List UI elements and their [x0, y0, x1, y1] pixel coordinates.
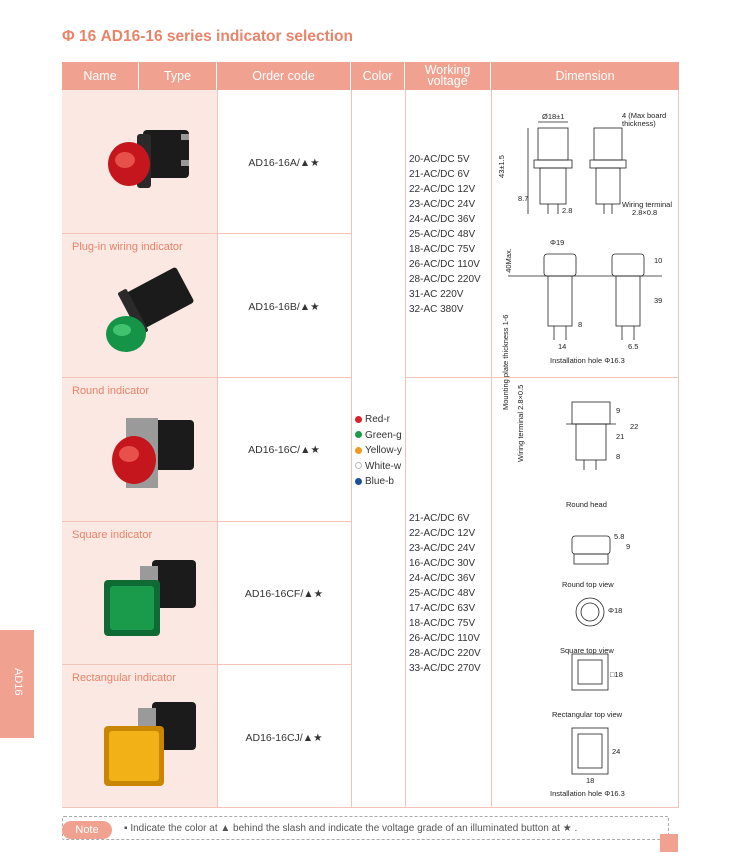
- dim-label: 22: [630, 422, 639, 431]
- dimension-svg-a: [527, 121, 627, 214]
- row-name: Rectangular indicator: [72, 672, 176, 684]
- note-text: ▪ Indicate the color at ▲ behind the sla…: [124, 823, 578, 834]
- row-divider: [62, 664, 351, 665]
- header-working-voltage: Working voltage: [405, 62, 491, 90]
- product-image-round-red: [108, 130, 189, 188]
- side-tab: AD16: [0, 630, 34, 738]
- dim-label: 4 (Max board thickness): [622, 111, 667, 128]
- voltage-list-1: 20-AC/DC 5V 21-AC/DC 6V 22-AC/DC 12V 23-…: [409, 154, 481, 315]
- dim-label: 9: [626, 542, 631, 551]
- dimension-drawing-b: Φ19 40Max. 10 39 14 8 6.5 Installation h…: [492, 236, 679, 376]
- dim-label: Wiring terminal: [622, 200, 673, 209]
- dim-label: 40Max.: [503, 248, 513, 273]
- red-dot-icon: [355, 415, 362, 423]
- row-divider: [62, 377, 351, 378]
- dim-label: 39: [654, 296, 663, 305]
- dim-label: 21: [616, 432, 625, 441]
- header-name: Name: [62, 62, 139, 90]
- header-dimension: Dimension: [555, 68, 615, 83]
- row-divider: [62, 521, 351, 522]
- dim-label: Square top view: [560, 646, 614, 655]
- dimension-svg-c: [566, 401, 616, 775]
- product-image-round-indicator: [112, 418, 194, 488]
- dimension-svg-b: [508, 253, 662, 340]
- dim-label: 10: [654, 256, 663, 265]
- dim-label: 6.5: [628, 342, 639, 351]
- order-code: AD16-16CF/▲★: [244, 588, 324, 600]
- grid-line: [678, 90, 679, 808]
- order-code: AD16-16B/▲★: [248, 301, 320, 313]
- white-dot-icon: [355, 462, 362, 469]
- dim-label: 8: [616, 452, 621, 461]
- dim-label: Wiring terminal 2.8×0.5: [516, 384, 525, 462]
- dim-label: Φ19: [550, 238, 565, 247]
- row-name: Round indicator: [72, 385, 150, 397]
- dim-label: 43±1.5: [496, 155, 506, 178]
- color-item: Yellow-y: [355, 443, 402, 459]
- dim-label: 5.8: [614, 532, 625, 541]
- selection-table: Name Type Order code Color Working volta…: [62, 62, 679, 808]
- row-divider: [405, 377, 679, 378]
- page-title: Φ 16 AD16-16 series indicator selection: [62, 28, 353, 45]
- header-order-code: Order code: [217, 62, 351, 90]
- dim-label: 18: [586, 776, 595, 785]
- row-name: Plug-in wiring indicator: [72, 241, 183, 253]
- dim-label: 8: [578, 320, 583, 329]
- grid-line: [491, 90, 492, 808]
- grid-line: [405, 90, 406, 808]
- header-type: Type: [139, 62, 217, 90]
- voltage-list-2: 21-AC/DC 6V 22-AC/DC 12V 23-AC/DC 24V 16…: [409, 513, 481, 674]
- dim-label: Rectangular top view: [552, 710, 623, 719]
- yellow-dot-icon: [355, 446, 362, 454]
- dim-label: 9: [616, 406, 621, 415]
- grid-line: [351, 90, 352, 808]
- color-item: White-w: [355, 459, 402, 475]
- dim-label: Φ18: [608, 606, 623, 615]
- blue-dot-icon: [355, 477, 362, 485]
- dim-label: Ø18±1: [542, 112, 565, 121]
- dimension-drawing-a: Ø18±1 43±1.5 4 (Max board thickness) 8.7…: [492, 102, 679, 232]
- color-item: Green-g: [355, 428, 402, 444]
- product-image-plug-in-green: [106, 267, 194, 352]
- product-image-square-green: [104, 560, 196, 636]
- grid-line: [217, 90, 218, 808]
- dim-label: □18: [610, 670, 623, 679]
- dim-label: 2.8: [562, 206, 573, 215]
- product-image-rectangular-yellow: [104, 702, 196, 786]
- green-dot-icon: [355, 431, 362, 438]
- order-code: AD16-16A/▲★: [248, 157, 320, 169]
- header-color: Color: [351, 62, 405, 90]
- dim-label: Round head: [566, 500, 607, 509]
- dimension-drawing-c: Mounting plate thickness 1-6 9 21 22 8 W…: [492, 315, 679, 806]
- color-item: Blue-b: [355, 474, 402, 490]
- table-bottom: [62, 807, 679, 808]
- order-code: AD16-16C/▲★: [248, 444, 320, 456]
- dim-label: 14: [558, 342, 567, 351]
- color-item: Red-r: [355, 412, 402, 428]
- corner-marker: [660, 834, 678, 852]
- dim-label: 8.7: [518, 194, 529, 203]
- dim-label: Installation hole Φ16.3: [550, 356, 625, 365]
- dim-label: Round top view: [562, 580, 614, 589]
- dim-label: Installation hole Φ16.3: [550, 789, 625, 798]
- table-header: Name Type Order code Color Working volta…: [62, 62, 679, 90]
- row-divider: [62, 233, 351, 234]
- color-list: Red-r Green-g Yellow-y White-w Blue-b: [355, 412, 402, 490]
- dim-label: 2.8×0.8: [632, 208, 658, 217]
- dim-label: Mounting plate thickness 1-6: [501, 314, 510, 410]
- note-badge: Note: [62, 821, 112, 839]
- order-code: AD16-16CJ/▲★: [245, 732, 323, 744]
- row-name: Square indicator: [72, 529, 153, 541]
- dim-label: 24: [612, 747, 621, 756]
